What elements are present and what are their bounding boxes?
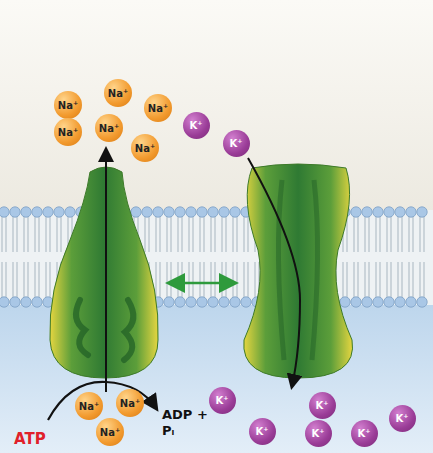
ion-label: K⁺: [315, 400, 328, 411]
ion-label: Na⁺: [120, 398, 140, 409]
sodium-ion: Na⁺: [54, 118, 82, 146]
potassium-ion: K⁺: [183, 112, 210, 139]
ion-label: Na⁺: [100, 427, 120, 438]
sodium-ion: Na⁺: [75, 392, 103, 420]
sodium-ion: Na⁺: [95, 114, 123, 142]
ion-label: K⁺: [395, 413, 408, 424]
ion-label: K⁺: [255, 426, 268, 437]
sodium-ion: Na⁺: [116, 389, 144, 417]
ion-label: K⁺: [311, 428, 324, 439]
ion-label: Na⁺: [79, 401, 99, 412]
ion-label: K⁺: [357, 428, 370, 439]
sodium-ion: Na⁺: [131, 134, 159, 162]
adp-label: ADP + Pᵢ: [162, 407, 218, 440]
ion-label: Na⁺: [148, 103, 168, 114]
sodium-ion: Na⁺: [96, 418, 124, 446]
ion-label: K⁺: [229, 138, 242, 149]
atp-label: ATP: [14, 430, 46, 448]
potassium-ion: K⁺: [249, 418, 276, 445]
ion-label: K⁺: [189, 120, 202, 131]
sodium-ion: Na⁺: [104, 79, 132, 107]
potassium-ion: K⁺: [389, 405, 416, 432]
potassium-ion: K⁺: [209, 387, 236, 414]
ion-label: Na⁺: [58, 100, 78, 111]
ion-label: K⁺: [215, 395, 228, 406]
ion-label: Na⁺: [58, 127, 78, 138]
ion-label: Na⁺: [108, 88, 128, 99]
sodium-ion: Na⁺: [144, 94, 172, 122]
potassium-ion: K⁺: [223, 130, 250, 157]
potassium-ion: K⁺: [351, 420, 378, 447]
ion-label: Na⁺: [135, 143, 155, 154]
potassium-ion: K⁺: [309, 392, 336, 419]
ion-label: Na⁺: [99, 123, 119, 134]
sodium-ion: Na⁺: [54, 91, 82, 119]
potassium-ion: K⁺: [305, 420, 332, 447]
